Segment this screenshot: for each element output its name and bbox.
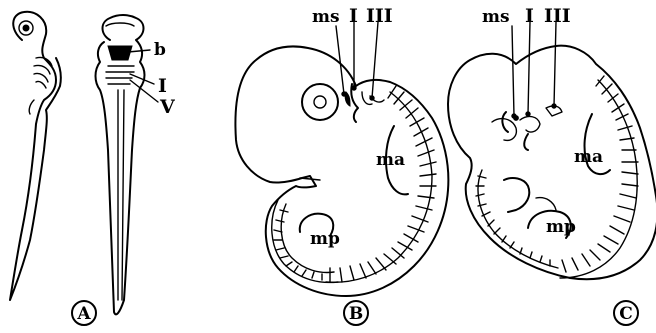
label-b-ms: ms: [312, 7, 340, 27]
label-b-ma: ma: [376, 150, 405, 170]
label-c-mp: mp: [546, 217, 576, 237]
label-b-I: I: [349, 5, 358, 27]
panel-b-letter: B: [349, 304, 363, 324]
label-a-b: b: [154, 40, 166, 60]
label-c-ma: ma: [574, 147, 603, 167]
panel-c-hindlimb: [504, 178, 529, 212]
label-b-III: III: [366, 5, 393, 27]
panel-c-somites: [560, 76, 638, 278]
panel-b-body: [235, 47, 448, 297]
label-b-mp: mp: [310, 229, 340, 249]
panel-a-letter: A: [76, 304, 91, 324]
label-c-III: III: [544, 5, 571, 27]
leader-a-b: [128, 50, 150, 52]
label-c-I: I: [525, 5, 534, 27]
label-c-ms: ms: [482, 7, 510, 27]
panel-a: b I V A: [10, 12, 176, 325]
panel-b-eye-outer: [302, 84, 338, 120]
panel-c-letter: C: [619, 304, 633, 324]
label-a-V: V: [159, 96, 176, 118]
panel-b: ms I III ma mp B: [235, 5, 448, 325]
panel-b-somites: [326, 86, 436, 282]
panel-c: ms I III ma mp C: [448, 5, 656, 325]
label-a-I: I: [158, 75, 167, 97]
panel-a-lateral-embryo: [10, 12, 61, 300]
panel-a-dorsal-embryo: [96, 15, 145, 314]
panel-b-eye-inner: [314, 96, 326, 108]
